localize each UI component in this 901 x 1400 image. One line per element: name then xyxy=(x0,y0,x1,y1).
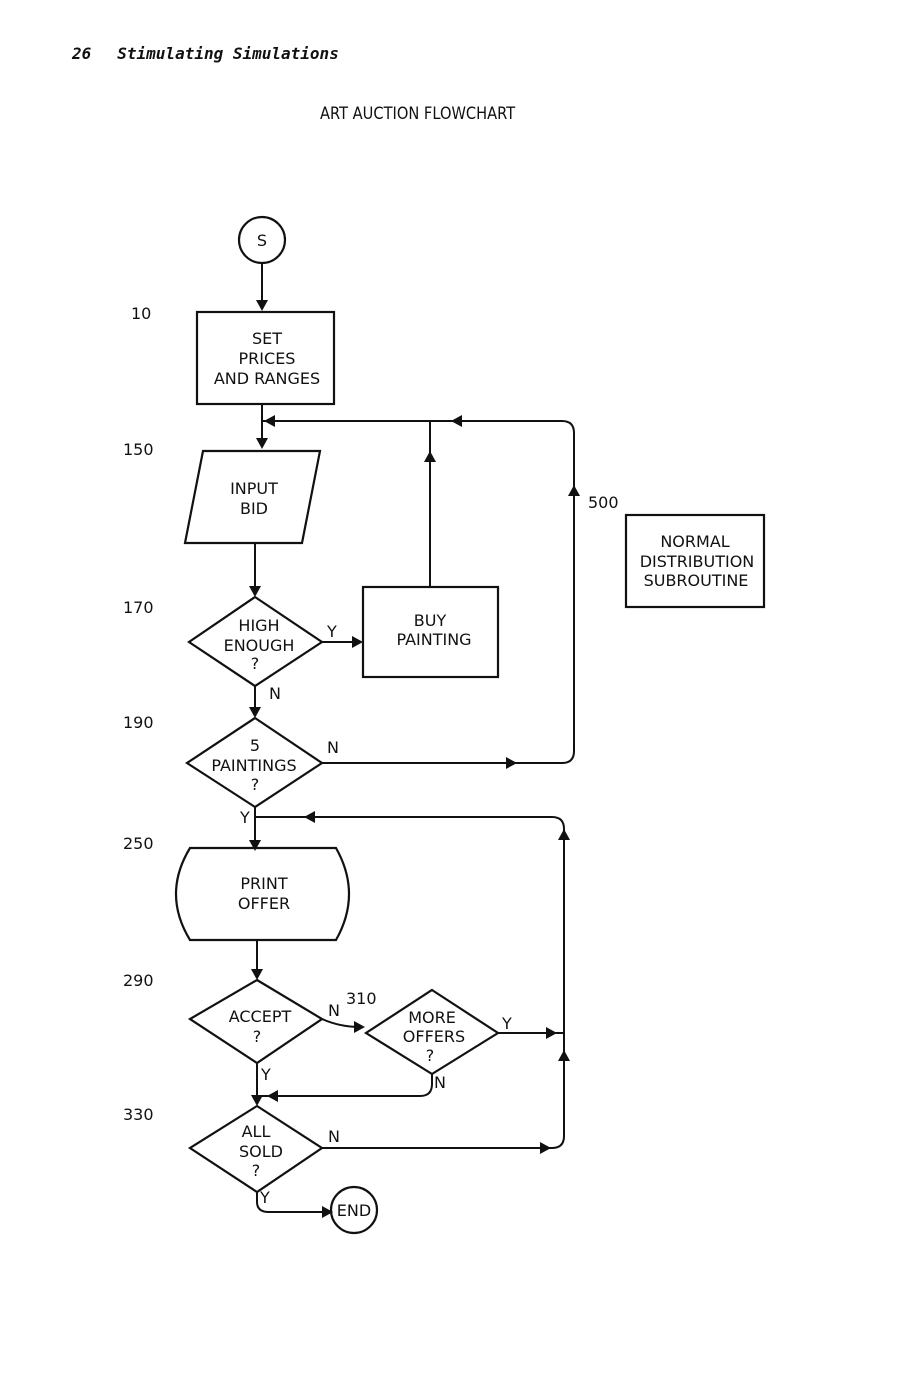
svg-text:?: ? xyxy=(251,775,260,794)
node-accept: ACCEPT ? 290 xyxy=(123,971,325,1065)
arrow-right-buy xyxy=(352,636,363,648)
node-five-paintings: 5 PAINTINGS ? 190 xyxy=(123,713,324,809)
arrow-up-offer-loop xyxy=(558,829,570,840)
arrow-up-buy xyxy=(424,451,436,462)
svg-text:AND RANGES: AND RANGES xyxy=(214,369,320,388)
edge-loop-return xyxy=(262,420,575,764)
svg-text:PRICES: PRICES xyxy=(239,349,296,368)
arrow-down-high-enough xyxy=(249,586,261,597)
arrow-right-end xyxy=(322,1206,333,1218)
arrow-right-five-no xyxy=(506,757,517,769)
line-number-250: 250 xyxy=(123,834,154,853)
node-input-bid: INPUT BID 150 xyxy=(123,440,322,545)
arrow-left-offer-loop xyxy=(304,811,315,823)
arrow-up-right-loop xyxy=(568,485,580,496)
node-more-offers: MORE OFFERS ? 310 xyxy=(346,988,501,1076)
svg-text:S: S xyxy=(257,231,267,250)
svg-text:SUBROUTINE: SUBROUTINE xyxy=(644,571,749,590)
label-more-offers-no: N xyxy=(434,1073,446,1092)
svg-text:PAINTING: PAINTING xyxy=(396,630,471,649)
svg-text:ALL: ALL xyxy=(242,1122,271,1141)
svg-text:?: ? xyxy=(426,1046,435,1065)
svg-text:BID: BID xyxy=(240,499,268,518)
svg-text:?: ? xyxy=(253,1027,262,1046)
edge-all-sold-to-end xyxy=(256,1192,328,1213)
arrow-down-five xyxy=(249,707,261,718)
svg-text:DISTRIBUTION: DISTRIBUTION xyxy=(640,552,755,571)
svg-text:OFFER: OFFER xyxy=(238,894,290,913)
page-number: 26 xyxy=(72,44,92,63)
svg-text:INPUT: INPUT xyxy=(230,479,278,498)
arrow-right-more-offers xyxy=(354,1021,365,1033)
line-number-150: 150 xyxy=(123,440,154,459)
svg-text:5: 5 xyxy=(250,736,260,755)
svg-text:PRINT: PRINT xyxy=(240,874,287,893)
arrow-down-all-sold xyxy=(251,1095,263,1106)
label-accept-yes: Y xyxy=(260,1065,271,1084)
page-header: 26 Stimulating Simulations xyxy=(72,44,339,63)
svg-text:SOLD: SOLD xyxy=(239,1142,283,1161)
line-number-170: 170 xyxy=(123,598,154,617)
label-all-sold-no: N xyxy=(328,1127,340,1146)
edge-more-offers-no xyxy=(257,1074,433,1097)
page-title: ART AUCTION FLOWCHART xyxy=(319,104,516,124)
node-subroutine: NORMAL DISTRIBUTION SUBROUTINE 500 xyxy=(588,493,766,609)
arrow-right-more-offers-yes xyxy=(546,1027,557,1039)
line-number-290: 290 xyxy=(123,971,154,990)
label-more-offers-yes: Y xyxy=(501,1014,512,1033)
svg-text:?: ? xyxy=(251,654,260,673)
svg-text:END: END xyxy=(337,1201,371,1220)
line-number-330: 330 xyxy=(123,1105,154,1124)
node-buy-painting: BUY PAINTING xyxy=(361,585,500,679)
svg-text:ACCEPT: ACCEPT xyxy=(229,1007,292,1026)
arrow-left-loop-top xyxy=(264,415,275,427)
line-number-500: 500 xyxy=(588,493,619,512)
line-number-310: 310 xyxy=(346,989,377,1008)
label-accept-no: N xyxy=(328,1001,340,1020)
book-title: Stimulating Simulations xyxy=(117,44,339,63)
label-high-enough-yes: Y xyxy=(326,622,337,641)
arrowheads xyxy=(249,300,580,1218)
line-number-190: 190 xyxy=(123,713,154,732)
svg-text:BUY: BUY xyxy=(414,611,447,630)
connectors xyxy=(254,263,575,1213)
node-end: END xyxy=(329,1185,379,1235)
arrow-left-loop-top-2 xyxy=(451,415,462,427)
arrow-up-offer-loop-2 xyxy=(558,1050,570,1061)
label-five-paintings-yes: Y xyxy=(239,808,250,827)
edge-offer-loop xyxy=(255,816,565,1149)
svg-text:PAINTINGS: PAINTINGS xyxy=(211,756,296,775)
node-high-enough: HIGH ENOUGH ? 170 xyxy=(123,595,324,688)
arrow-left-more-offers-no xyxy=(267,1090,278,1102)
node-print-offer: PRINT OFFER 250 xyxy=(123,834,350,942)
svg-text:HIGH: HIGH xyxy=(238,616,279,635)
svg-text:ENOUGH: ENOUGH xyxy=(224,636,295,655)
node-start: S xyxy=(237,215,287,265)
arrow-down-input-bid xyxy=(256,438,268,449)
line-number-10: 10 xyxy=(131,304,151,323)
arrow-down-print-offer xyxy=(249,840,261,851)
svg-text:OFFERS: OFFERS xyxy=(403,1027,465,1046)
arrow-right-all-sold-no xyxy=(540,1142,551,1154)
svg-text:SET: SET xyxy=(252,329,282,348)
label-high-enough-no: N xyxy=(269,684,281,703)
node-all-sold: ALL SOLD ? 330 xyxy=(123,1104,324,1194)
arrow-down-accept xyxy=(251,969,263,980)
arrow-down-set-prices xyxy=(256,300,268,311)
svg-text:?: ? xyxy=(252,1161,261,1180)
node-set-prices: SET PRICES AND RANGES 10 xyxy=(131,304,336,406)
svg-text:NORMAL: NORMAL xyxy=(660,532,729,551)
label-five-paintings-no: N xyxy=(327,738,339,757)
edge-labels: Y N N Y N Y Y N N Y xyxy=(239,622,512,1207)
label-all-sold-yes: Y xyxy=(259,1188,270,1207)
svg-text:MORE: MORE xyxy=(408,1008,456,1027)
